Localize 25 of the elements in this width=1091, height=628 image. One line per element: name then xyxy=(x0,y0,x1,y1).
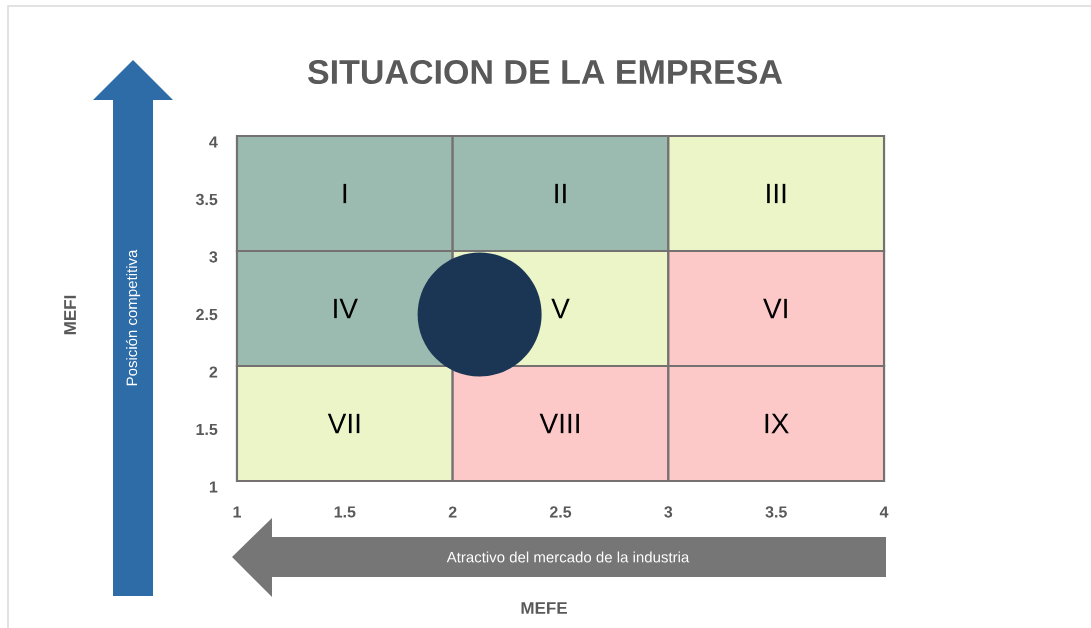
tick-label: 4 xyxy=(209,136,218,148)
matrix-cell: VIII xyxy=(451,364,670,483)
axis-title: MEFI xyxy=(64,295,76,335)
tick-label: 2.5 xyxy=(549,506,572,518)
tick-label: 4 xyxy=(879,506,889,518)
tick-label: 1 xyxy=(233,506,241,518)
matrix-cell: VI xyxy=(667,249,886,368)
matrix-cell: I xyxy=(235,134,454,253)
matrix-cell: II xyxy=(451,134,670,253)
tick-label: 2 xyxy=(448,506,457,518)
matrix-cell: IV xyxy=(235,249,454,368)
tick-label: 2.5 xyxy=(196,308,218,321)
tick-label: 3.5 xyxy=(765,506,787,518)
tick-label: 3 xyxy=(209,251,218,263)
matrix-cell: VII xyxy=(235,364,454,483)
matrix-cell: III xyxy=(667,134,886,253)
tick-label: 1.5 xyxy=(196,423,218,436)
chart-title: SITUACION DE LA EMPRESA xyxy=(307,59,783,85)
tick-label: 1 xyxy=(209,481,218,493)
tick-label: 1.5 xyxy=(334,506,356,518)
matrix-cell: IX xyxy=(667,364,886,483)
tick-label: 3 xyxy=(664,506,673,518)
tick-label: 2 xyxy=(209,366,218,378)
position-dot xyxy=(417,252,542,377)
tick-label: 3.5 xyxy=(195,193,218,206)
